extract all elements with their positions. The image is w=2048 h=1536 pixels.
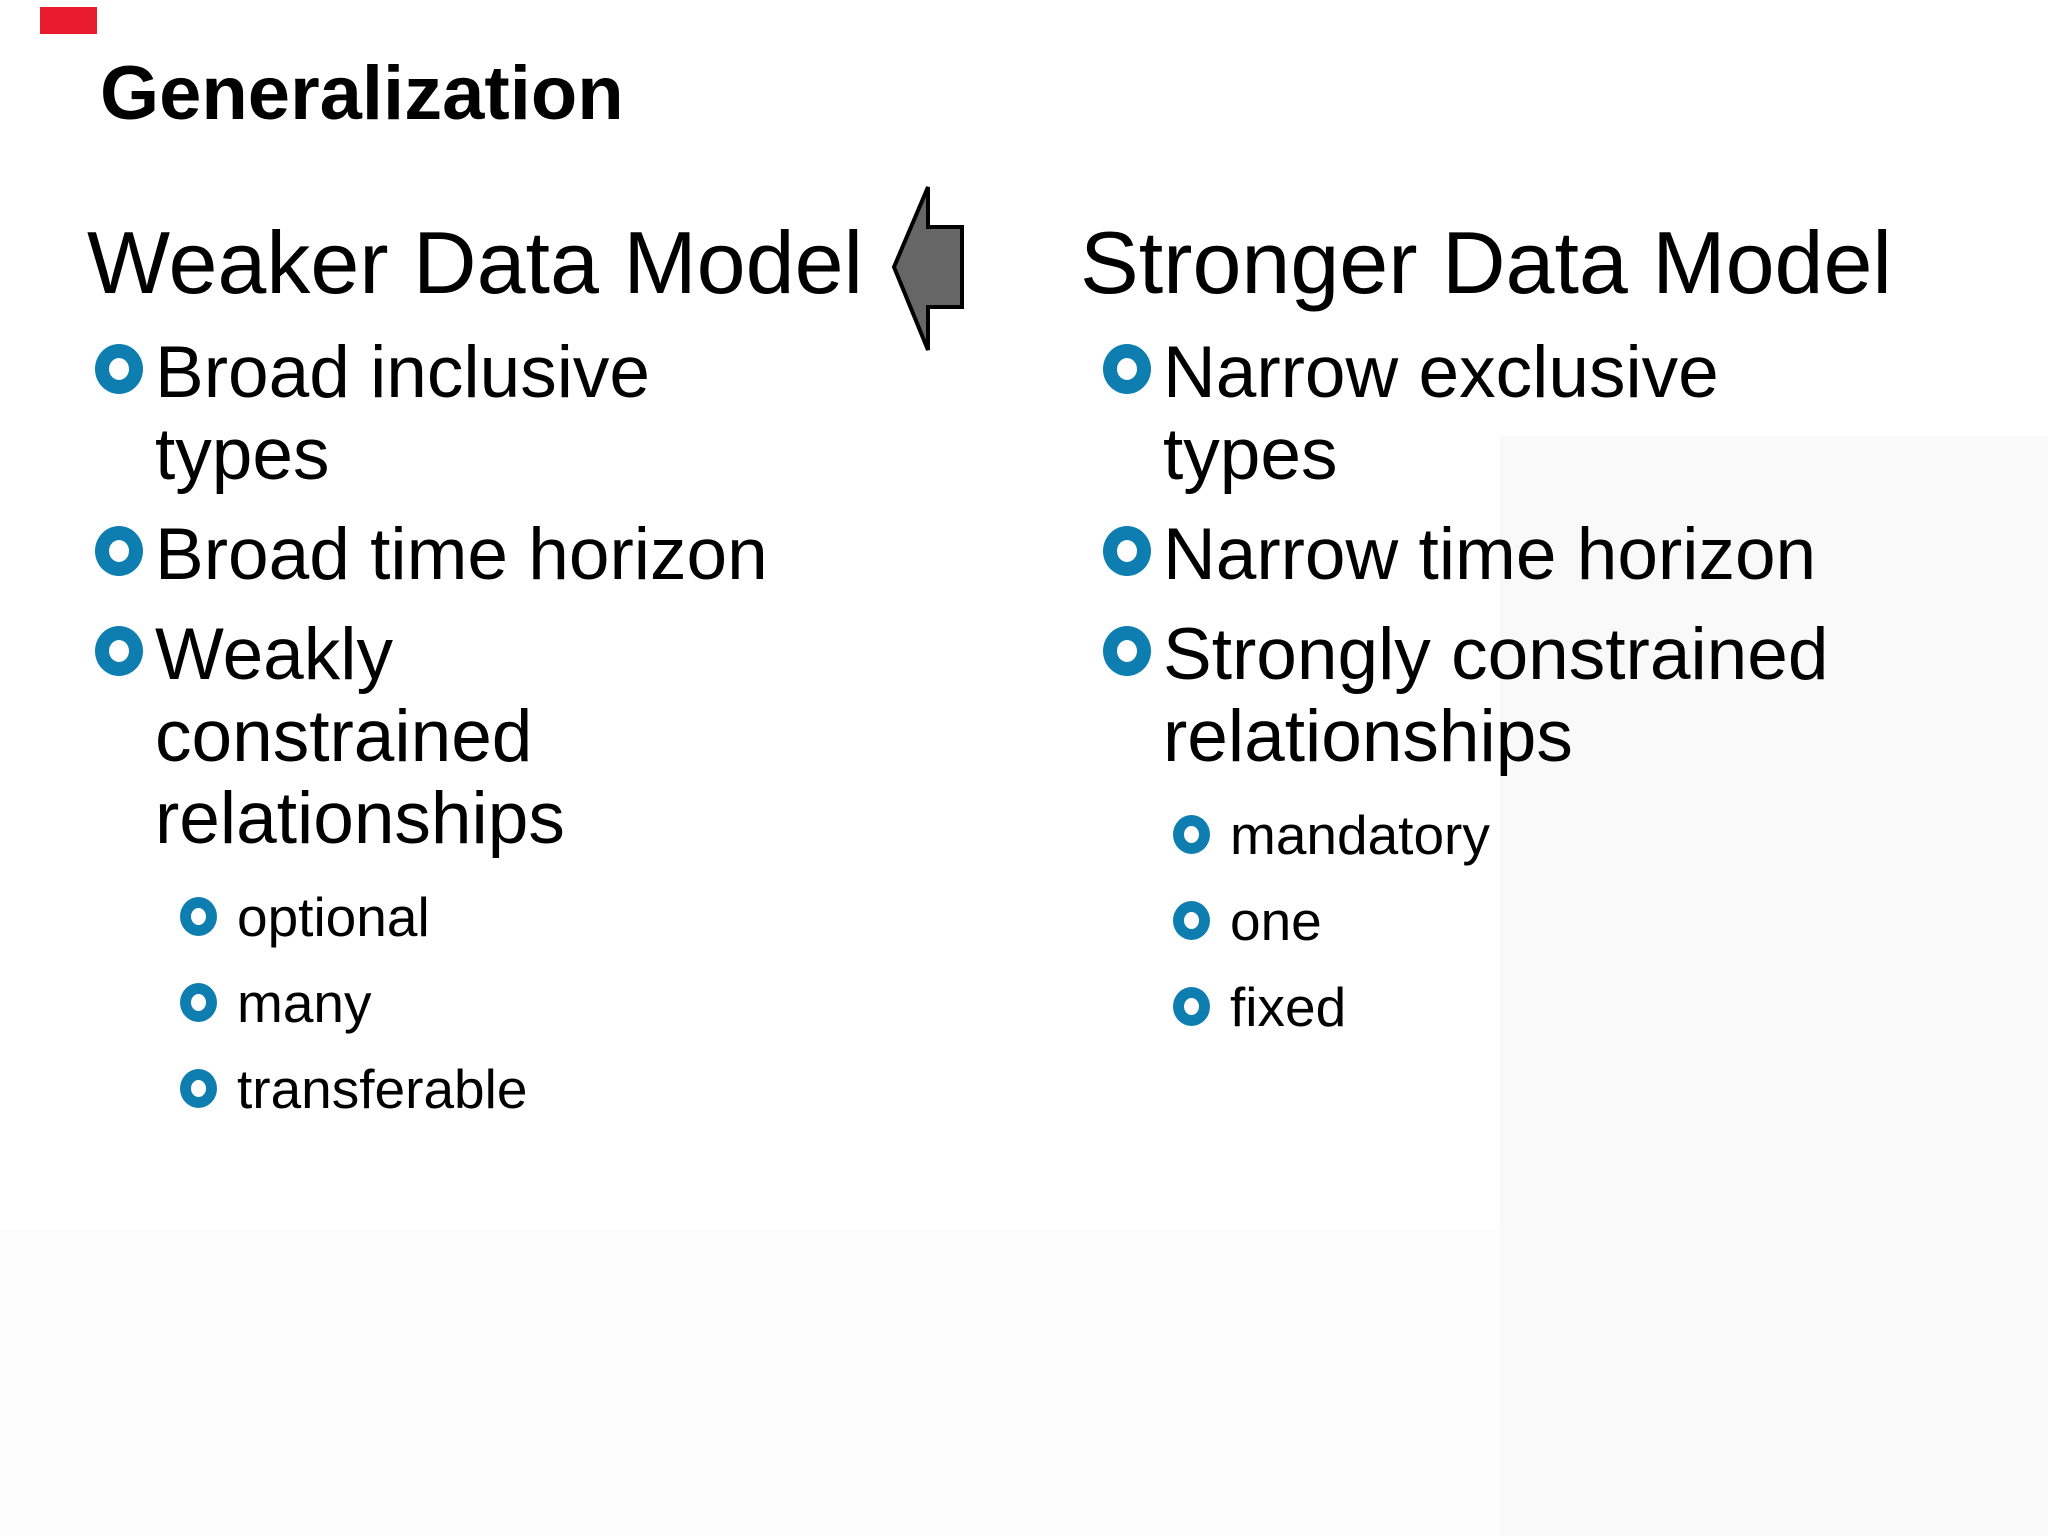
sub-bullet-text: transferable	[237, 1058, 528, 1120]
sub-bullet-list: mandatory one fixed	[1173, 804, 1840, 1038]
left-block-arrow-icon	[888, 182, 966, 356]
bullet-text: Weakly constrained relationships	[155, 614, 565, 859]
slide-title: Generalization	[100, 51, 624, 136]
bullet-icon	[1103, 344, 1151, 394]
bullet-icon	[1173, 815, 1210, 854]
list-item: optional	[180, 886, 787, 948]
sub-bullet-list: optional many transferable	[180, 886, 787, 1120]
bullet-icon	[180, 897, 217, 936]
bullet-icon	[95, 626, 143, 676]
list-item: mandatory	[1173, 804, 1840, 866]
column-heading: Stronger Data Model	[1080, 213, 1892, 312]
sub-bullet-text: mandatory	[1230, 804, 1490, 866]
sub-bullet-text: one	[1230, 890, 1322, 952]
bullet-icon	[180, 983, 217, 1022]
list-item: Narrow time horizon	[1103, 514, 1840, 596]
sub-bullet-text: many	[237, 972, 372, 1034]
bullet-text: Strongly constrained relationships	[1163, 614, 1829, 777]
column-weaker-data-model: Weaker Data Model Broad inclusive types …	[87, 213, 864, 1144]
sub-bullet-text: optional	[237, 886, 430, 948]
list-item: Strongly constrained relationships	[1103, 614, 1840, 778]
bullet-icon	[95, 344, 143, 394]
background-tint-bottom	[0, 1230, 1500, 1536]
bullet-text: Broad inclusive types	[155, 332, 651, 495]
sub-bullet-text: fixed	[1230, 976, 1347, 1038]
list-item: Narrow exclusive types	[1103, 332, 1840, 496]
bullet-icon	[1103, 526, 1151, 576]
bullet-text: Broad time horizon	[155, 514, 768, 595]
column-heading: Weaker Data Model	[87, 213, 864, 312]
bullet-icon	[1173, 987, 1210, 1026]
list-item: many	[180, 972, 787, 1034]
red-marker	[40, 7, 97, 34]
bullet-icon	[95, 526, 143, 576]
list-item: Weakly constrained relationships	[95, 614, 787, 860]
bullet-text: Narrow exclusive types	[1163, 332, 1719, 495]
list-item: transferable	[180, 1058, 787, 1120]
list-item: one	[1173, 890, 1840, 952]
column-stronger-data-model: Stronger Data Model Narrow exclusive typ…	[1080, 213, 1892, 1062]
bullet-list: Narrow exclusive types Narrow time horiz…	[1080, 332, 1840, 778]
bullet-icon	[180, 1069, 217, 1108]
list-item: fixed	[1173, 976, 1840, 1038]
bullet-list: Broad inclusive types Broad time horizon…	[87, 332, 787, 860]
list-item: Broad inclusive types	[95, 332, 787, 496]
bullet-icon	[1173, 901, 1210, 940]
bullet-text: Narrow time horizon	[1163, 514, 1817, 595]
bullet-icon	[1103, 626, 1151, 676]
list-item: Broad time horizon	[95, 514, 787, 596]
